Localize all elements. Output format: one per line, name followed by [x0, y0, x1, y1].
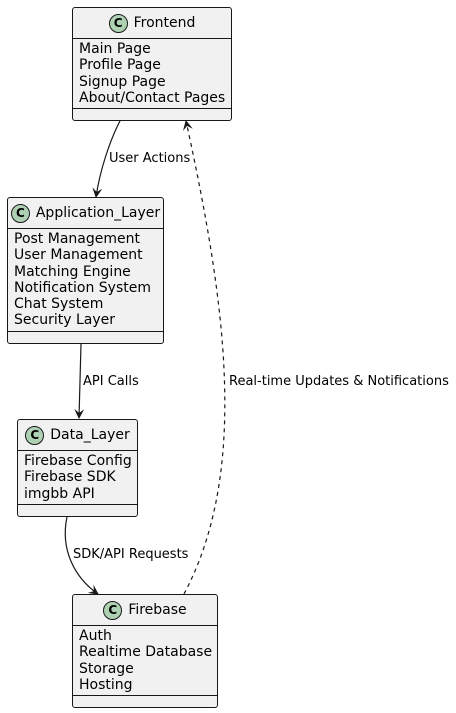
- class-attribute: Realtime Database: [79, 644, 213, 661]
- class-badge-icon: C: [25, 425, 45, 445]
- class-name: Frontend: [133, 15, 196, 31]
- class-badge-icon: C: [108, 13, 128, 33]
- class-attribute: Firebase SDK: [24, 469, 116, 486]
- class-attribute: Signup Page: [79, 73, 166, 90]
- class-name: Application_Layer: [35, 205, 161, 221]
- class-attribute: imgbb API: [24, 485, 95, 502]
- class-attribute: User Management: [14, 247, 143, 264]
- class-attribute: Post Management: [14, 231, 140, 247]
- class-attribute: Chat System: [14, 296, 104, 313]
- class-methods-section: [73, 109, 231, 116]
- edge-label-sdk-api-requests: SDK/API Requests: [73, 547, 189, 562]
- class-attributes: Main Page Profile Page Signup Page About…: [73, 39, 231, 110]
- class-badge-icon: C: [10, 203, 30, 223]
- class-attribute: Storage: [79, 660, 134, 677]
- class-attribute: Matching Engine: [14, 263, 131, 280]
- edge-label-api-calls: API Calls: [83, 374, 139, 389]
- edge-firebase-to-frontend: [183, 120, 226, 595]
- edge-frontend-to-application-layer: [92, 120, 121, 198]
- class-badge-icon: C: [103, 600, 123, 620]
- class-attribute: About/Contact Pages: [79, 89, 226, 106]
- class-header: C Data_Layer: [18, 420, 137, 451]
- class-methods-section: [18, 505, 137, 512]
- class-name: Firebase: [128, 602, 187, 618]
- edge-data-layer-to-firebase: [64, 516, 99, 595]
- class-header: C Frontend: [73, 8, 231, 39]
- class-attribute: Security Layer: [14, 312, 115, 329]
- class-attribute: Auth: [79, 628, 112, 644]
- class-attributes: Post Management User Management Matching…: [8, 229, 163, 332]
- class-name: Data_Layer: [50, 427, 130, 443]
- edge-label-user-actions: User Actions: [109, 151, 191, 166]
- class-header: C Firebase: [73, 595, 217, 626]
- edge-application-layer-to-data-layer: [74, 343, 85, 419]
- class-attribute: Main Page: [79, 41, 151, 57]
- class-attributes: Firebase Config Firebase SDK imgbb API: [18, 451, 137, 505]
- edge-label-realtime-updates: Real-time Updates & Notifications: [229, 374, 449, 389]
- class-attribute: Notification System: [14, 279, 151, 296]
- class-attributes: Auth Realtime Database Storage Hosting: [73, 626, 217, 697]
- class-methods-section: [73, 696, 217, 703]
- class-data-layer: C Data_Layer Firebase Config Firebase SD…: [17, 419, 138, 517]
- class-frontend: C Frontend Main Page Profile Page Signup…: [72, 7, 232, 121]
- class-application-layer: C Application_Layer Post Management User…: [7, 197, 164, 344]
- class-attribute: Hosting: [79, 676, 133, 693]
- class-attribute: Firebase Config: [24, 453, 132, 469]
- class-header: C Application_Layer: [8, 198, 163, 229]
- class-firebase: C Firebase Auth Realtime Database Storag…: [72, 594, 218, 708]
- class-methods-section: [8, 332, 163, 339]
- class-attribute: Profile Page: [79, 57, 161, 74]
